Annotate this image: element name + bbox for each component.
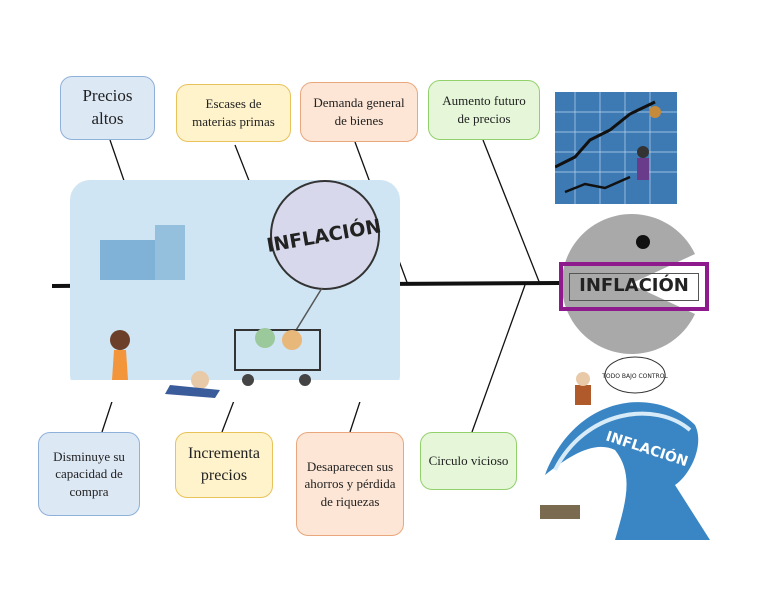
cartoon-rising-graph	[555, 92, 677, 204]
building-shape	[100, 240, 155, 280]
cause-label: Escases de materias primas	[192, 96, 275, 129]
effect-label: Disminuye su capacidad de compra	[53, 448, 125, 499]
cause-label: Demanda general de bienes	[313, 95, 405, 128]
wave-shape	[545, 402, 710, 540]
speech-bubble	[604, 356, 666, 394]
bone-aumento	[482, 139, 541, 285]
fallen-man	[191, 371, 209, 389]
pacman-shape	[561, 214, 695, 354]
balloon-shape	[270, 180, 380, 290]
cartoon-inflation-wave: TODO BAJO CONTROL INFLACIÓN	[540, 356, 710, 540]
head-inner: INFLACIÓN	[569, 272, 699, 301]
effect-label: Desaparecen sus ahorros y pérdida de riq…	[304, 458, 396, 509]
cause-box-escases: Escases de materias primas	[176, 84, 291, 142]
effect-label: Incrementa precios	[188, 445, 260, 484]
cartoon-balloon-inflation: INFLACIÓN	[70, 180, 400, 402]
effect-box-desaparecen: Desaparecen sus ahorros y pérdida de riq…	[296, 432, 404, 536]
cause-label: Precios altos	[82, 86, 133, 128]
cause-box-aumento: Aumento futuro de precios	[428, 80, 540, 140]
effect-box-circulo: Circulo vicioso	[420, 432, 517, 490]
speech-bubble-text: TODO BAJO CONTROL	[601, 373, 668, 380]
cause-label: Aumento futuro de precios	[442, 93, 526, 126]
rising-line	[555, 100, 656, 169]
cause-box-precios-altos: Precios altos	[60, 76, 155, 140]
head-label: INFLACIÓN	[579, 275, 689, 297]
pacman-head	[561, 214, 695, 354]
shopping-cart	[234, 329, 321, 371]
effect-box-disminuye: Disminuye su capacidad de compra	[38, 432, 140, 516]
effect-label: Circulo vicioso	[428, 453, 509, 469]
road	[70, 380, 400, 402]
effect-box-incrementa: Incrementa precios	[175, 432, 273, 498]
bone-circulo	[471, 284, 526, 433]
pacman-eye	[636, 235, 650, 249]
cause-box-demanda: Demanda general de bienes	[300, 82, 418, 142]
head-box: INFLACIÓN	[559, 262, 709, 311]
running-woman	[110, 330, 130, 350]
